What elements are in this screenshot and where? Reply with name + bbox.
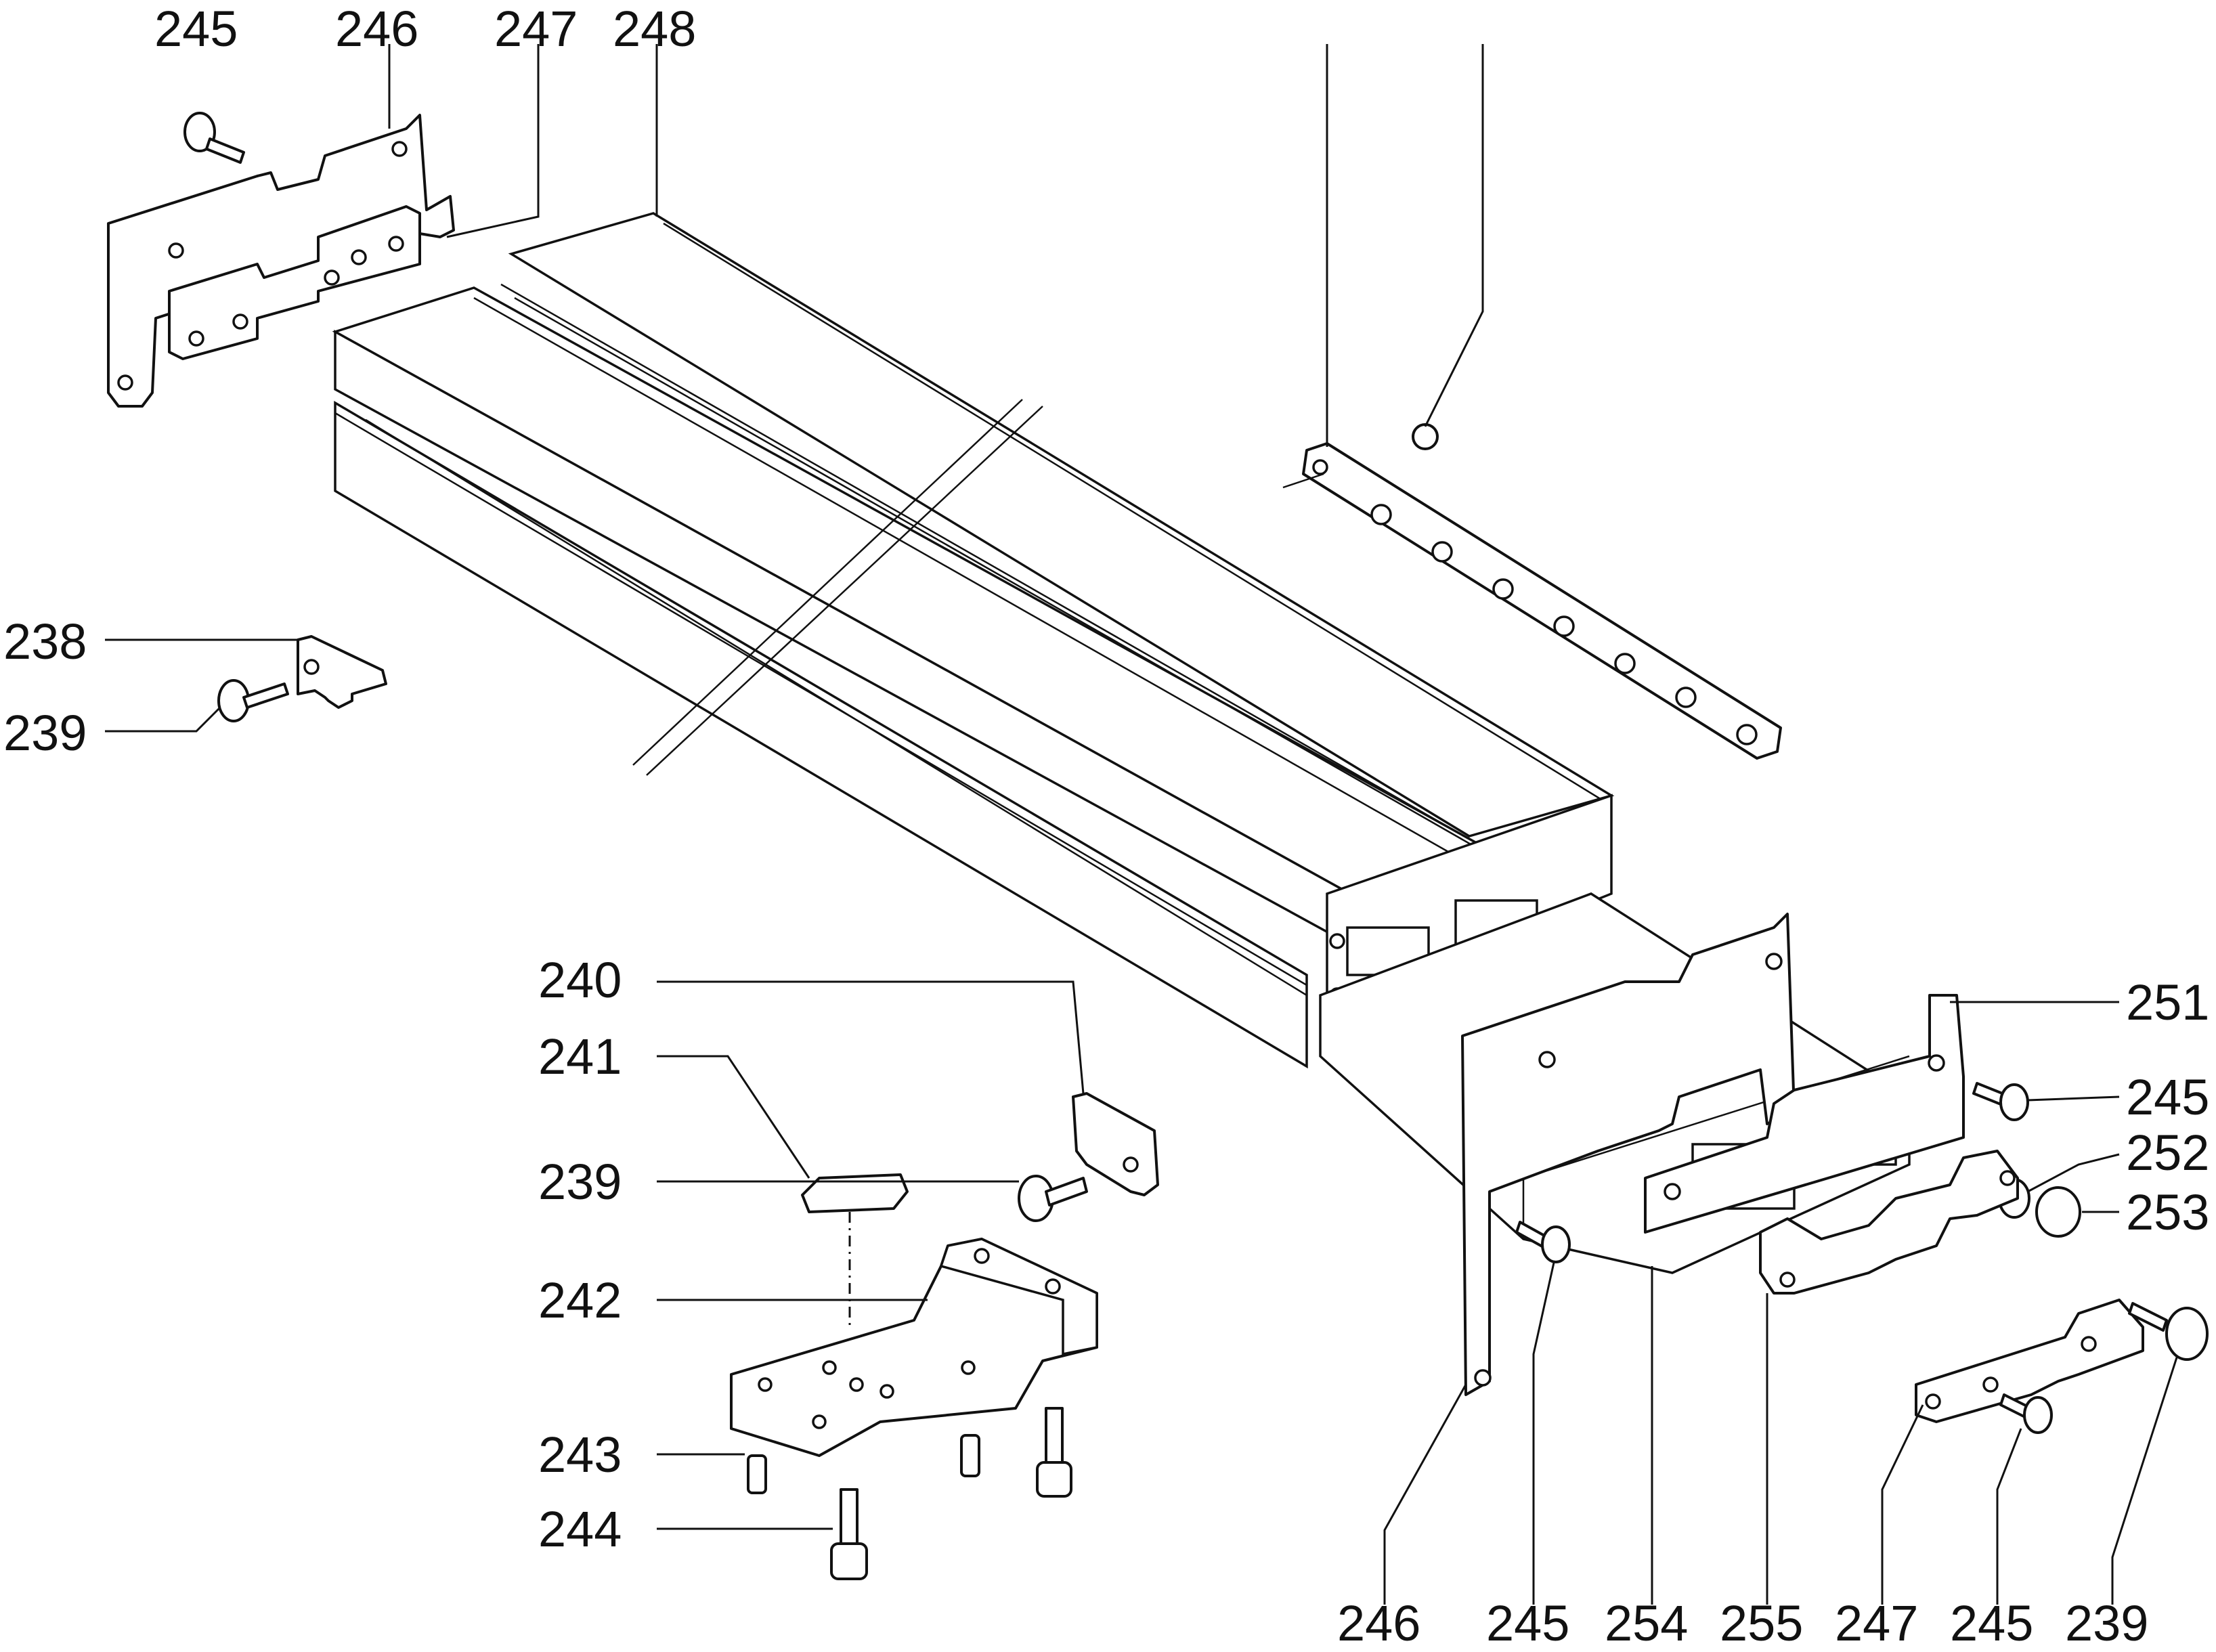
ball-250 bbox=[1412, 423, 1439, 450]
top-plate-247 bbox=[168, 205, 421, 360]
end-plate-far bbox=[1644, 994, 1965, 1234]
cap-screws-244 bbox=[830, 1407, 1072, 1580]
washer-253 bbox=[2035, 1186, 2081, 1238]
base-block-242 bbox=[730, 1238, 1098, 1457]
label-248: 248 bbox=[613, 1, 697, 57]
slot-nut-241 bbox=[801, 1173, 909, 1213]
screw-245-top bbox=[183, 112, 245, 164]
top-label-row: 245 246 247 248 bbox=[0, 0, 2216, 74]
end-plate-near bbox=[1461, 913, 1796, 1396]
bracket-238 bbox=[297, 635, 387, 709]
label-245: 245 bbox=[154, 1, 238, 57]
plate-255 bbox=[1759, 1150, 2019, 1295]
knob-screw-239-right bbox=[2128, 1302, 2209, 1361]
label-246: 246 bbox=[335, 1, 419, 57]
bracket-240 bbox=[1072, 1092, 1159, 1196]
plate-247-right bbox=[1915, 1299, 2144, 1423]
label-247: 247 bbox=[494, 1, 578, 57]
screw-245-right bbox=[1972, 1082, 2029, 1121]
screw-245-mid bbox=[1515, 1221, 1571, 1263]
knob-screw-239-mid bbox=[1018, 1175, 1088, 1222]
set-screws-243 bbox=[747, 1434, 980, 1494]
leader-lines bbox=[105, 44, 2178, 1605]
top-plate-246 bbox=[107, 114, 455, 408]
knob-screw-239-left bbox=[217, 679, 289, 722]
screw-245-bottom bbox=[1999, 1393, 2053, 1434]
main-rail-extrusion bbox=[332, 212, 1615, 1069]
